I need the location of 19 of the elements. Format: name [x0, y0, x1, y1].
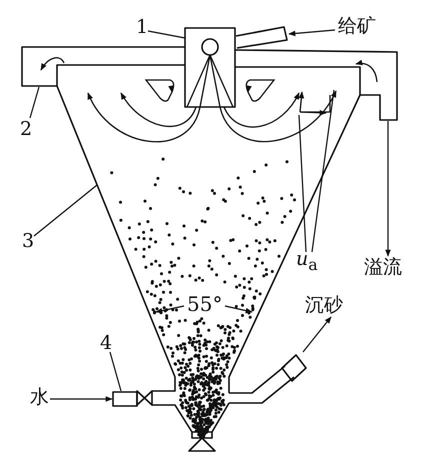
flow-arrow	[50, 396, 113, 402]
flow-arrow	[288, 29, 336, 36]
callout-number: 1	[136, 18, 148, 37]
leader-line	[298, 114, 307, 252]
leader-line	[311, 90, 335, 252]
flow-label: 溢流	[364, 258, 402, 277]
flow-label: u$_{a}$	[296, 250, 318, 273]
angle-label: 55°	[187, 294, 222, 314]
leader-line	[148, 30, 186, 39]
leader-line	[29, 86, 40, 118]
leader-line	[109, 352, 122, 392]
leader-line	[34, 184, 98, 236]
flow-label: 给矿	[338, 17, 376, 36]
flow-arrow	[385, 121, 391, 257]
flow-arrow	[302, 316, 332, 352]
callout-number: 3	[22, 232, 34, 251]
callout-number: 2	[20, 120, 32, 139]
flow-label: 水	[30, 388, 49, 407]
callout-number: 4	[100, 334, 112, 353]
